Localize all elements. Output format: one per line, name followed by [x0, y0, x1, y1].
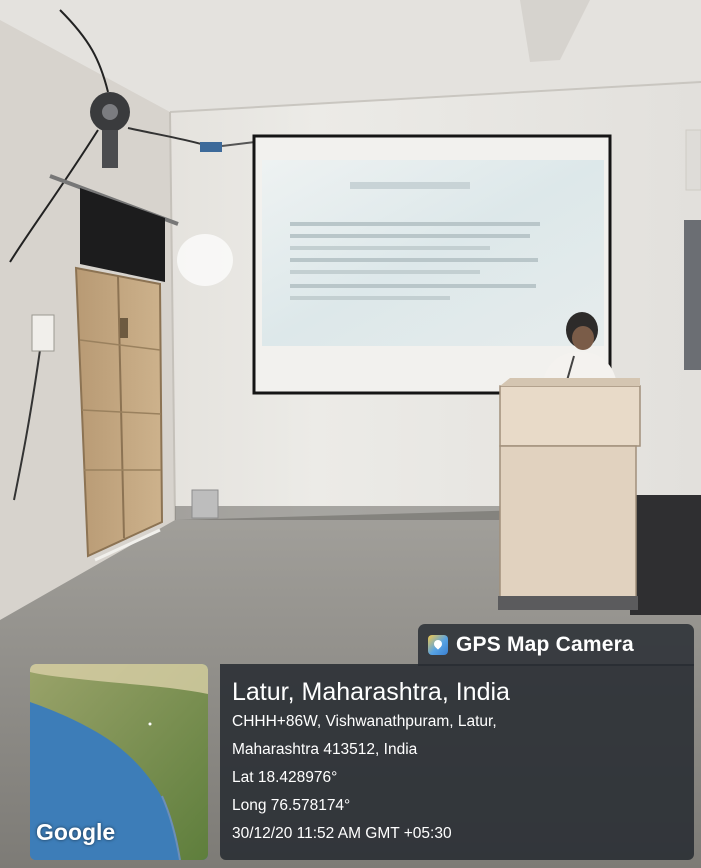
latitude-text: Lat 18.428976°: [232, 769, 338, 786]
location-title: Latur, Maharashtra, India: [232, 678, 510, 706]
slide-text-line: [290, 270, 480, 274]
app-label: GPS Map Camera: [456, 633, 634, 656]
podium-body: [499, 445, 637, 599]
wire: [13, 349, 41, 501]
slide-text-line: [290, 258, 538, 262]
slide-text-line: [290, 222, 540, 226]
projected-slide: [262, 160, 604, 346]
podium-lid: [500, 378, 640, 386]
ceiling-beam: [520, 0, 590, 62]
wire-clip: [200, 142, 222, 152]
map-land: [30, 664, 208, 860]
wire: [59, 9, 109, 93]
map-image: [30, 664, 208, 860]
door-threshold-light: [94, 528, 161, 562]
gps-map-camera-icon: [428, 635, 448, 655]
wire: [9, 129, 99, 263]
address-line-2: Maharashtra 413512, India: [232, 741, 418, 758]
switch-board: [31, 314, 55, 352]
door-panel-line: [79, 339, 161, 351]
gps-camera-badge: GPS Map Camera: [418, 624, 694, 666]
wall-ceiling-edge: [169, 81, 701, 113]
door-split: [117, 275, 125, 539]
bucket: [191, 489, 219, 519]
door-latch: [120, 318, 128, 338]
black-curtain: [80, 188, 165, 282]
map-coastline: [161, 795, 181, 860]
door-panel-line: [81, 409, 162, 415]
light-glare: [177, 234, 233, 286]
wall-panel: [684, 220, 701, 370]
podium-top: [499, 385, 641, 447]
wall-fan-hub: [102, 104, 118, 120]
wall-corner: [169, 111, 176, 521]
speaker-face: [572, 326, 594, 350]
slide-text-line: [290, 296, 450, 300]
slide-text-line: [290, 246, 490, 250]
location-info-panel: Latur, Maharashtra, India CHHH+86W, Vish…: [220, 664, 694, 860]
dark-cabinet: [630, 495, 701, 615]
timestamp-text: 30/12/20 11:52 AM GMT +05:30: [232, 825, 452, 842]
slide-title: [350, 182, 470, 189]
longitude-text: Long 76.578174°: [232, 797, 351, 814]
address-line-1: CHHH+86W, Vishwanathpuram, Latur,: [232, 713, 497, 730]
google-map-label: Google: [36, 819, 116, 845]
podium-base: [498, 596, 638, 610]
slide-text-line: [290, 234, 530, 238]
wall-notice: [685, 129, 701, 191]
map-marker-dot: [148, 722, 152, 726]
slide-text-line: [290, 284, 536, 288]
map-land-dry: [30, 664, 208, 694]
map-thumbnail: Google: [30, 664, 208, 860]
fan-mount: [102, 130, 118, 168]
